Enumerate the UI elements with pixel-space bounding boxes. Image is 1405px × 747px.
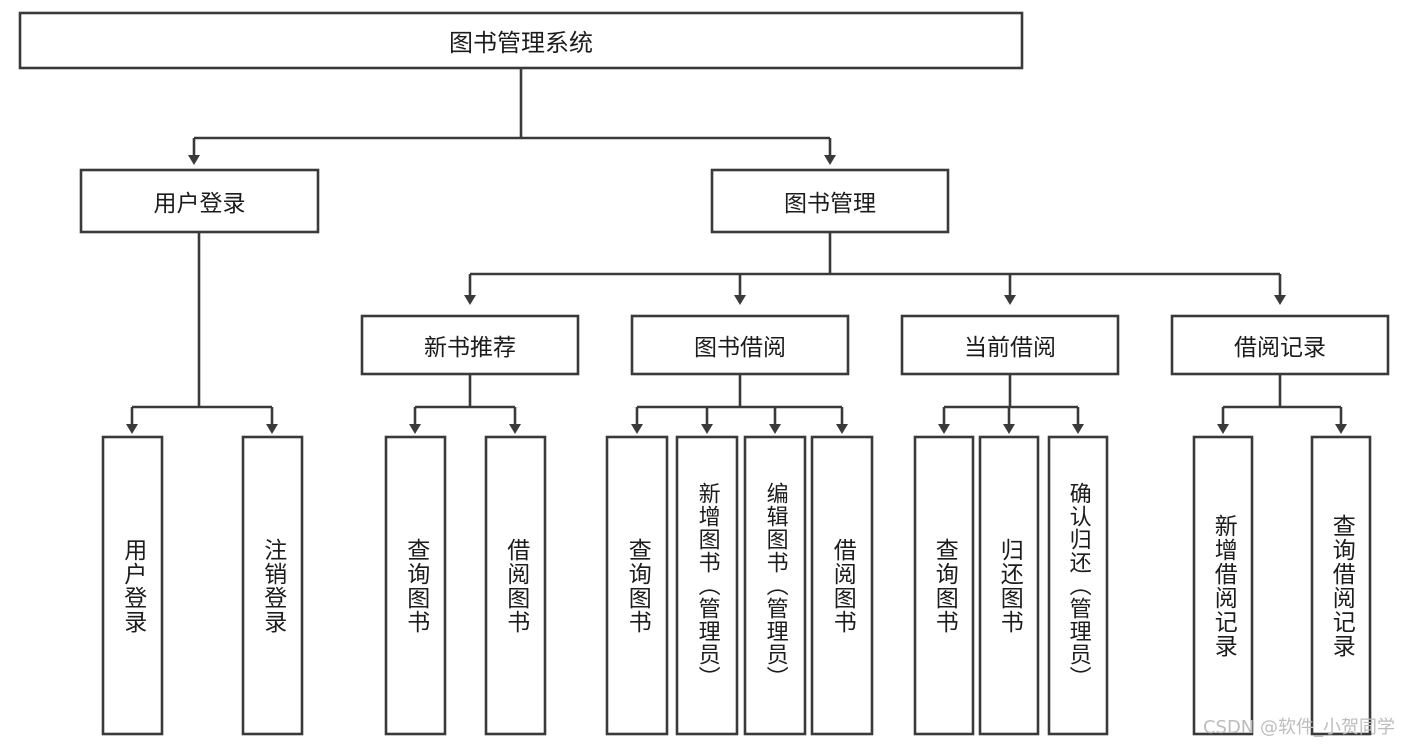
leaf-recommend-borrow-book[interactable]: [484, 435, 547, 736]
connector-user-login-bus: [132, 232, 272, 409]
leaf-borrow-query-book[interactable]: [605, 435, 669, 736]
node-user-login[interactable]: [79, 168, 320, 234]
connector-recommend-bus: [415, 374, 515, 409]
leaf-borrow-borrow-book[interactable]: [810, 435, 874, 736]
leaf-user-login-login[interactable]: [101, 435, 164, 736]
leaf-recommend-query-book[interactable]: [384, 435, 447, 736]
connector-root-bus: [194, 68, 830, 140]
node-root[interactable]: [18, 11, 1024, 70]
node-current-borrow[interactable]: [900, 314, 1120, 376]
leaf-borrow-add-book[interactable]: [675, 435, 739, 736]
leaf-user-login-logout[interactable]: [241, 435, 304, 736]
leaf-current-confirm-return[interactable]: [1047, 435, 1109, 736]
connector-book-mgmt-bus: [470, 232, 1280, 276]
connector-borrow-bus: [637, 374, 842, 409]
node-book-management[interactable]: [710, 168, 950, 234]
leaf-borrow-edit-book[interactable]: [743, 435, 807, 736]
node-borrow-record[interactable]: [1170, 314, 1390, 376]
leaf-current-query-book[interactable]: [913, 435, 975, 736]
leaf-current-return-book[interactable]: [978, 435, 1040, 736]
leaf-record-query-record[interactable]: [1310, 435, 1372, 736]
node-new-book-recommend[interactable]: [360, 314, 580, 376]
node-book-borrow[interactable]: [630, 314, 850, 376]
connector-record-bus: [1223, 374, 1341, 409]
connector-current-bus: [944, 374, 1078, 409]
leaf-record-add-record[interactable]: [1192, 435, 1254, 736]
